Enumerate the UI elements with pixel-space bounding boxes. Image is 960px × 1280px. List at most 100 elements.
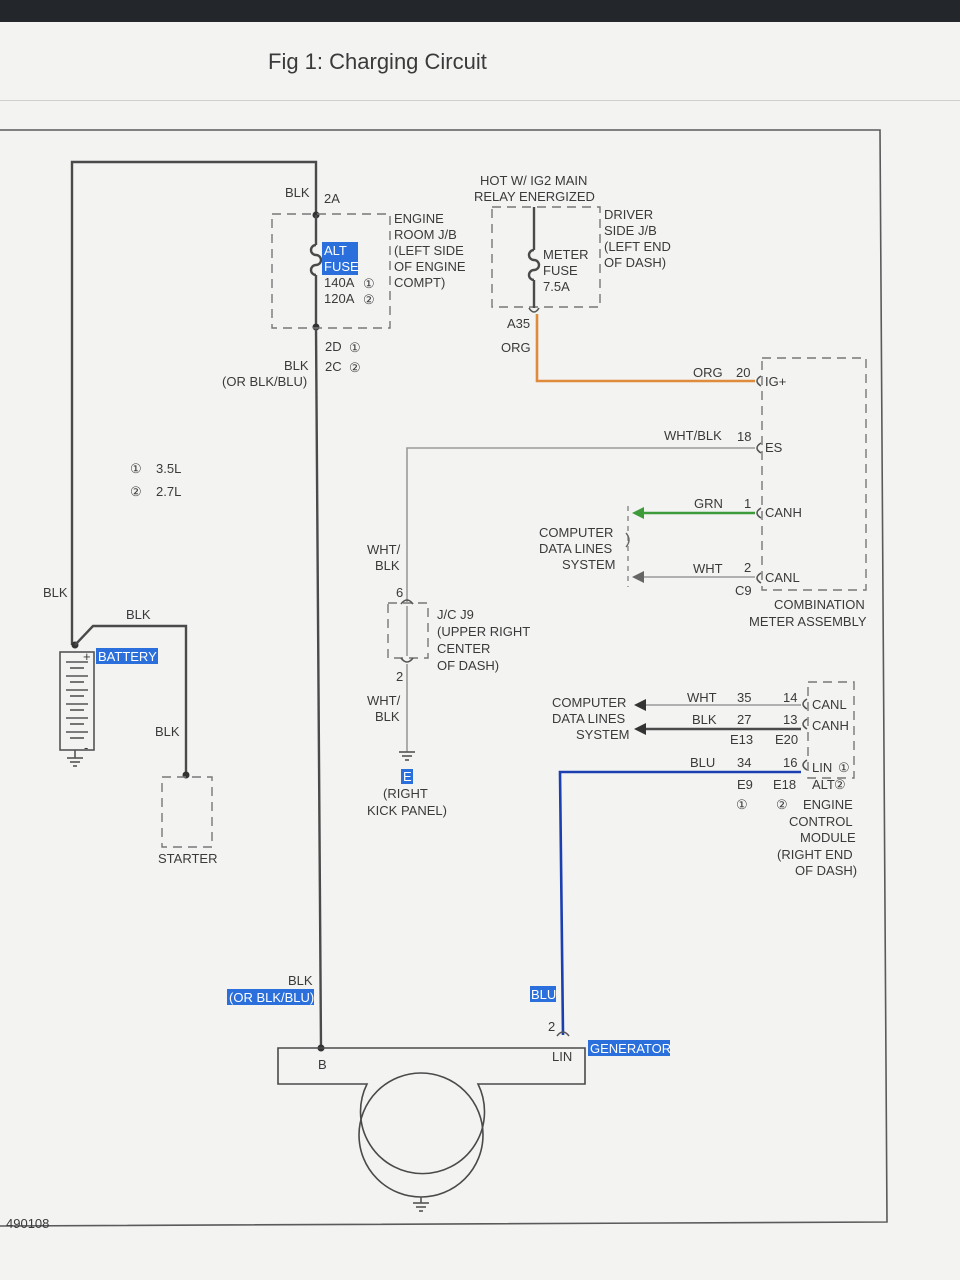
driver-jb-label-2: SIDE J/B [604, 223, 657, 238]
fuse-input-wire-color: BLK [285, 185, 310, 200]
ground-e-location-1: (RIGHT [383, 786, 428, 801]
jc-j9-bottom-connector [400, 657, 414, 663]
ecm-label-1: ENGINE [803, 797, 853, 812]
driver-jb-box [491, 206, 601, 308]
fuse-input-pin: 2A [324, 191, 340, 206]
legend-engine-1: 3.5L [156, 461, 181, 476]
fuse-output-wire-alt: (OR BLK/BLU) [222, 374, 307, 389]
ground-e-icon [399, 751, 415, 761]
generator-ground-icon [413, 1197, 429, 1212]
generator-body [277, 1047, 586, 1175]
ecm-data-lines-label-2: DATA LINES [552, 711, 626, 726]
jc-upper-wire-color-2: BLK [375, 558, 400, 573]
ig-pin-wire-color: ORG [693, 365, 723, 380]
meter-fuse-label-2: FUSE [543, 263, 578, 278]
ecm-label-4: (RIGHT END [777, 847, 853, 862]
battery-label: BATTERY [98, 649, 157, 664]
monitor-screen [0, 22, 960, 1280]
es-pin-wire-color: WHT/BLK [664, 428, 722, 443]
jc-j9-label-2: (UPPER RIGHT [437, 624, 530, 639]
canl-pin-name: CANL [765, 570, 800, 585]
canh-pin-name: CANH [765, 505, 802, 520]
generator-lin-wire-color: BLU [531, 987, 556, 1002]
combination-meter-label-1: COMBINATION [774, 597, 865, 612]
ecm-data-lines-label-1: COMPUTER [552, 695, 626, 710]
generator-pin-b: B [318, 1057, 327, 1072]
org-wire-ig [535, 314, 755, 383]
jc-j9-top-connector [400, 599, 414, 605]
fuse-output-pin-1: 2D [325, 339, 342, 354]
jc-j9-label-4: OF DASH) [437, 658, 499, 673]
ecm-canl-pin1: 35 [737, 690, 751, 705]
ecm-connector-e9: E9 [737, 777, 753, 792]
blu-lin-wire [558, 770, 801, 1036]
jc-upper-wire-color-1: WHT/ [367, 542, 401, 557]
engine-room-jb-label-3: (LEFT SIDE [394, 243, 464, 258]
ecm-box [807, 681, 855, 779]
canl-pin-wire-color: WHT [693, 561, 723, 576]
meter-connector-symbols [756, 375, 762, 584]
driver-jb-label-1: DRIVER [604, 207, 653, 222]
alt-fuse-highlight [322, 242, 358, 275]
ig-pin-name: IG+ [765, 374, 786, 389]
starter-label: STARTER [158, 851, 217, 866]
combination-meter-label-2: METER ASSEMBLY [749, 614, 867, 629]
battery-wire-color: BLK [43, 585, 68, 600]
ground-e-label: E [403, 769, 412, 784]
combination-meter-box [761, 357, 867, 591]
canl-pin-number: 2 [744, 560, 751, 575]
generator-rotor [358, 1072, 484, 1198]
jc-lower-wire-color-2: BLK [375, 709, 400, 724]
meter-fuse-symbol [527, 248, 541, 282]
title-divider [0, 100, 960, 101]
starter-wire-color-top: BLK [126, 607, 151, 622]
battery-minus-sign: - [84, 740, 88, 755]
fuse-output-pin-1-mark: ① [349, 340, 361, 355]
jc-j9-label-3: CENTER [437, 641, 490, 656]
battery-to-starter-wire [74, 624, 188, 775]
org-wire-label: ORG [501, 340, 531, 355]
ecm-canl-wire-color: WHT [687, 690, 717, 705]
canh-pin-number: 1 [744, 496, 751, 511]
ig-pin-number: 20 [736, 365, 750, 380]
fuse-rating-2-mark: ② [363, 292, 375, 307]
battery-symbol [59, 651, 95, 751]
meter-data-lines-label-1: COMPUTER [539, 525, 613, 540]
ground-e-highlight [401, 769, 413, 784]
ecm-canl-pin2: 14 [783, 690, 797, 705]
engine-room-jb-label-4: OF ENGINE [394, 259, 466, 274]
ecm-label-2: CONTROL [789, 814, 853, 829]
engine-room-jb-label-5: COMPT) [394, 275, 445, 290]
generator-lin-pin-number: 2 [548, 1019, 555, 1034]
ecm-connector-e13: E13 [730, 732, 753, 747]
generator-b-wire-highlight [227, 989, 314, 1005]
driver-jb-label-3: (LEFT END [604, 239, 671, 254]
battery-plus-sign: + [83, 649, 91, 664]
jc-j9-label-1: J/C J9 [437, 607, 474, 622]
fuse-rating-1-mark: ① [363, 276, 375, 291]
ecm-lin-pin2: 16 [783, 755, 797, 770]
ecm-lin-name: LIN [812, 760, 832, 775]
battery-label-highlight [96, 648, 158, 664]
a35-connector-label: A35 [507, 316, 530, 331]
ecm-connector-symbols [802, 698, 808, 771]
ecm-label-3: MODULE [800, 830, 856, 845]
ecm-connector-e9-mark: ① [736, 797, 748, 812]
fuse-to-generator-wire [314, 326, 323, 1049]
ecm-lin-wire-color: BLU [690, 755, 715, 770]
data-lines-brace [625, 532, 630, 548]
figure-title: Fig 1: Charging Circuit [268, 49, 487, 74]
ecm-canh-arrow-icon [634, 723, 646, 735]
generator-label: GENERATOR [590, 1041, 671, 1056]
engine-room-jb-label-1: ENGINE [394, 211, 444, 226]
starter-box [161, 776, 213, 848]
ecm-canh-wire-color: BLK [692, 712, 717, 727]
ecm-canh-name: CANH [812, 718, 849, 733]
es-pin-name: ES [765, 440, 783, 455]
hot-header-line2: RELAY ENERGIZED [474, 189, 595, 204]
canh-pin-wire-color: GRN [694, 496, 723, 511]
engine-room-jb-label-2: ROOM J/B [394, 227, 457, 242]
ecm-lin-pin1: 34 [737, 755, 751, 770]
wht-blk-wire-es [406, 447, 755, 602]
